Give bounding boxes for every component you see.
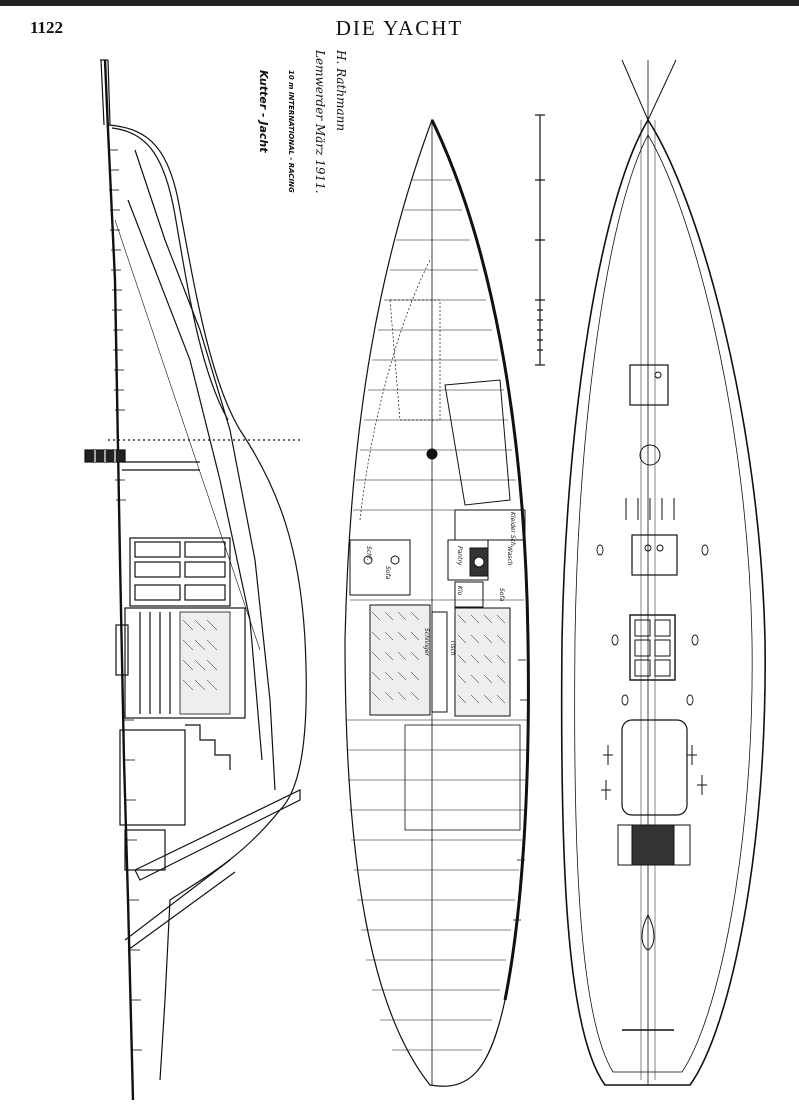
drawing-subtitle: 10 m INTERNATIONAL - RACING <box>287 70 295 193</box>
label-wasch: Wasch <box>506 546 513 566</box>
signature-date: Lemwerder März 1911. <box>313 50 327 194</box>
label-schrank: Schr. <box>365 546 372 561</box>
label-kleider: Kleider Sch. <box>509 512 516 548</box>
drawing-title: Kutter - Jacht <box>257 70 270 153</box>
scale-bar <box>535 114 545 366</box>
label-schlinger: Schlinger <box>423 628 430 657</box>
label-klo: Klo <box>456 586 463 596</box>
page-number: 1122 <box>30 18 64 37</box>
label-sofa-a: Sofa <box>384 566 391 580</box>
deck-plan <box>560 59 766 1086</box>
interior-plan <box>344 118 530 1087</box>
label-tisch: Tisch <box>449 640 456 656</box>
side-profile <box>84 59 307 1101</box>
yacht-plan-drawing <box>84 59 766 1101</box>
signature-name: H. Rathmann <box>334 50 348 132</box>
label-pantry: Pantry <box>456 546 463 566</box>
page-top-rule <box>0 0 799 6</box>
running-head: DIE YACHT <box>335 16 464 40</box>
label-sofa-b: Sofa <box>498 588 505 602</box>
